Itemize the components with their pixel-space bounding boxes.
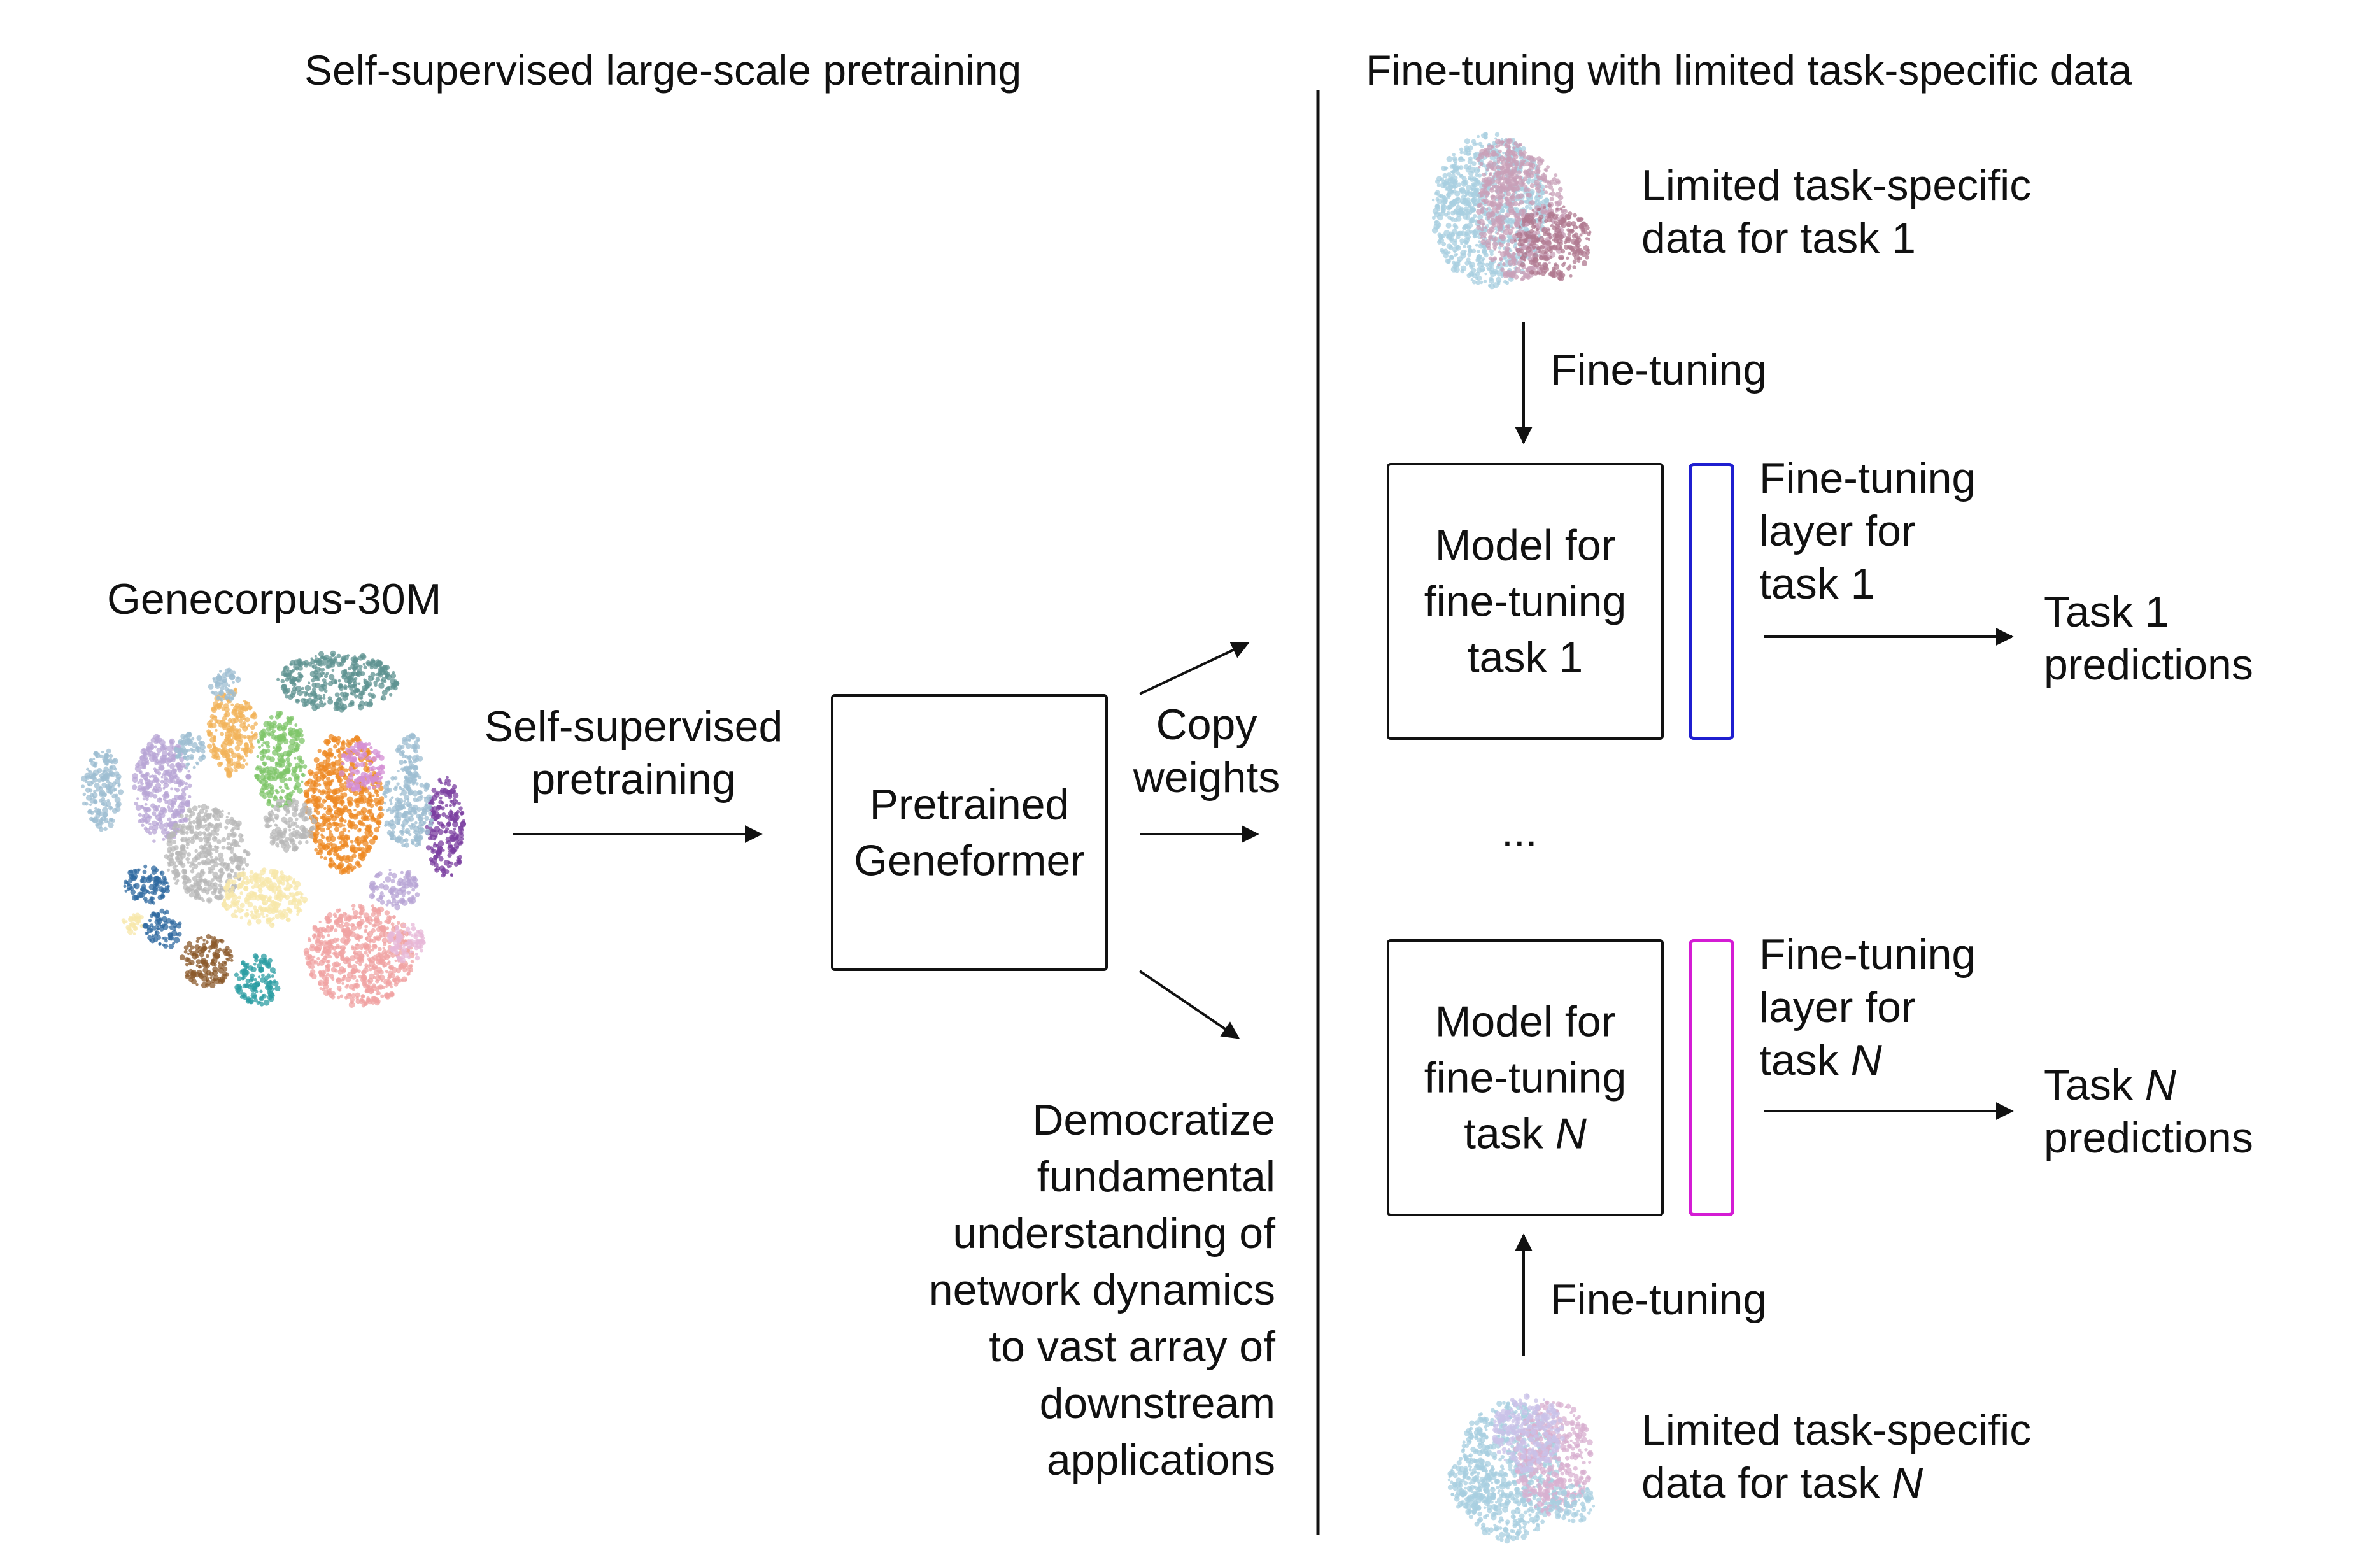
task1-pred-line1: Task 1 [2044,588,2169,636]
corpus-cluster-22 [369,869,420,911]
task1-pred-line2: predictions [2044,640,2253,689]
taskN-layer-line3: task N [1759,1034,1976,1087]
corpus-cluster-10 [179,933,234,989]
taskN-cluster-3 [1447,1453,1492,1514]
corpus-cluster-3 [206,687,258,779]
taskN-pred-n: N [2144,1061,2176,1109]
democratize-arrow [1138,970,1240,1039]
corpus-cluster-8 [221,867,308,928]
taskN-model-line1: Model for [1434,996,1616,1046]
democratize-line5: to vast array of [989,1323,1275,1372]
corpus-cluster-15 [386,923,426,963]
task1-model-line1: Model for [1434,520,1616,569]
taskN-data-line2: data for task N [1641,1457,2031,1510]
corpus-cluster-0 [276,650,400,713]
pretraining-label: Self-supervised pretraining [465,700,802,806]
taskN-cluster-2 [1491,1393,1565,1474]
taskN-finetuning-layer-bar [1689,939,1734,1216]
pretrained-box-line1: Pretrained [869,780,1070,829]
taskN-data-n: N [1892,1458,1923,1507]
taskN-data-umap-plot [1447,1393,1596,1544]
democratize-line6: downstream [1039,1379,1275,1428]
democratize-line2: fundamental [1037,1152,1275,1202]
taskN-data-prefix: data for task [1641,1458,1892,1507]
task1-layer-line1: Fine-tuning [1759,454,1976,502]
corpus-cluster-2 [132,734,192,843]
copy-weights-label: Copy weights [1117,699,1296,804]
pretraining-label-line2: pretraining [531,755,736,804]
corpus-cluster-21 [395,732,423,776]
genecorpus-umap-plot [81,650,467,1008]
democratize-text: Democratize fundamental understanding of… [828,1092,1275,1489]
corpus-cluster-16 [173,731,206,770]
corpus-cluster-13 [381,765,434,848]
taskN-pred-line2: predictions [2044,1113,2253,1162]
task1-predictions-label: Task 1 predictions [2044,586,2253,691]
corpus-cluster-19 [208,667,241,702]
ellipsis: ... [1501,807,1538,856]
task1-data-umap-plot [1431,132,1592,290]
pretrained-geneformer-box: Pretrained Geneformer [831,694,1108,971]
task1-data-label: Limited task-specific data for task 1 [1641,159,2031,265]
copy-weights-arrow-up [1139,642,1250,695]
democratize-line1: Democratize [1032,1096,1275,1144]
task1-finetuning-label: Fine-tuning [1550,346,1767,394]
corpus-cluster-14 [123,864,170,905]
corpus-cluster-5 [303,734,385,875]
taskN-pred-prefix: Task [2044,1061,2145,1109]
task1-data-line1: Limited task-specific [1641,161,2032,209]
taskN-predictions-label: Task N predictions [2044,1059,2253,1165]
corpus-cluster-1 [81,748,124,832]
taskN-model-line3: task N [1389,1106,1661,1162]
task1-layer-line2: layer for [1759,506,1916,555]
corpus-cluster-11 [234,953,281,1007]
taskN-data-label: Limited task-specific data for task N [1641,1404,2031,1510]
corpus-cluster-4 [254,711,308,810]
finetuning-section-title: Fine-tuning with limited task-specific d… [1366,46,2132,94]
taskN-layer-line1: Fine-tuning [1759,930,1976,979]
democratize-line3: understanding of [953,1209,1275,1258]
task1-model-line3: task 1 [1467,633,1583,682]
taskN-layer-prefix: task [1759,1035,1851,1084]
genecorpus-label: Genecorpus-30M [107,575,442,623]
task1-finetuning-layer-bar [1689,463,1734,740]
taskN-pred-line1: Task N [2044,1059,2253,1112]
taskN-data-line1: Limited task-specific [1641,1406,2032,1454]
corpus-cluster-17 [121,912,144,935]
task1-cluster-3 [1440,165,1481,216]
taskN-model-n: N [1555,1109,1587,1158]
democratize-line7: applications [1046,1436,1275,1485]
copy-weights-line2: weights [1133,753,1280,802]
corpus-cluster-20 [263,798,318,853]
pretraining-section-title: Self-supervised large-scale pretraining [304,46,1022,94]
task1-layer-line3: task 1 [1759,559,1875,608]
taskN-layer-label: Fine-tuning layer for task N [1759,928,1976,1087]
taskN-finetuning-label: Fine-tuning [1550,1275,1767,1324]
corpus-cluster-18 [142,908,182,949]
task1-model-box: Model for fine-tuning task 1 [1387,463,1664,740]
task1-layer-label: Fine-tuning layer for task 1 [1759,452,1976,611]
taskN-layer-line2: layer for [1759,982,1916,1032]
taskN-model-prefix: task [1464,1109,1555,1158]
taskN-model-line2: fine-tuning [1424,1053,1627,1102]
democratize-line4: network dynamics [928,1266,1275,1315]
corpus-cluster-6 [338,740,385,792]
taskN-model-box: Model for fine-tuning task N [1387,939,1664,1216]
taskN-layer-n: N [1850,1035,1882,1084]
corpus-cluster-7 [164,804,251,904]
taskN-cluster-4 [1548,1484,1596,1524]
pretrained-box-line2: Geneformer [854,836,1085,885]
pretraining-label-line1: Self-supervised [484,702,783,751]
task1-model-line2: fine-tuning [1424,577,1627,626]
task1-cluster-4 [1475,138,1535,193]
task1-data-line2: data for task 1 [1641,213,1916,262]
task1-cluster-2 [1513,203,1592,282]
corpus-cluster-12 [425,776,467,878]
copy-weights-line1: Copy [1156,700,1257,749]
